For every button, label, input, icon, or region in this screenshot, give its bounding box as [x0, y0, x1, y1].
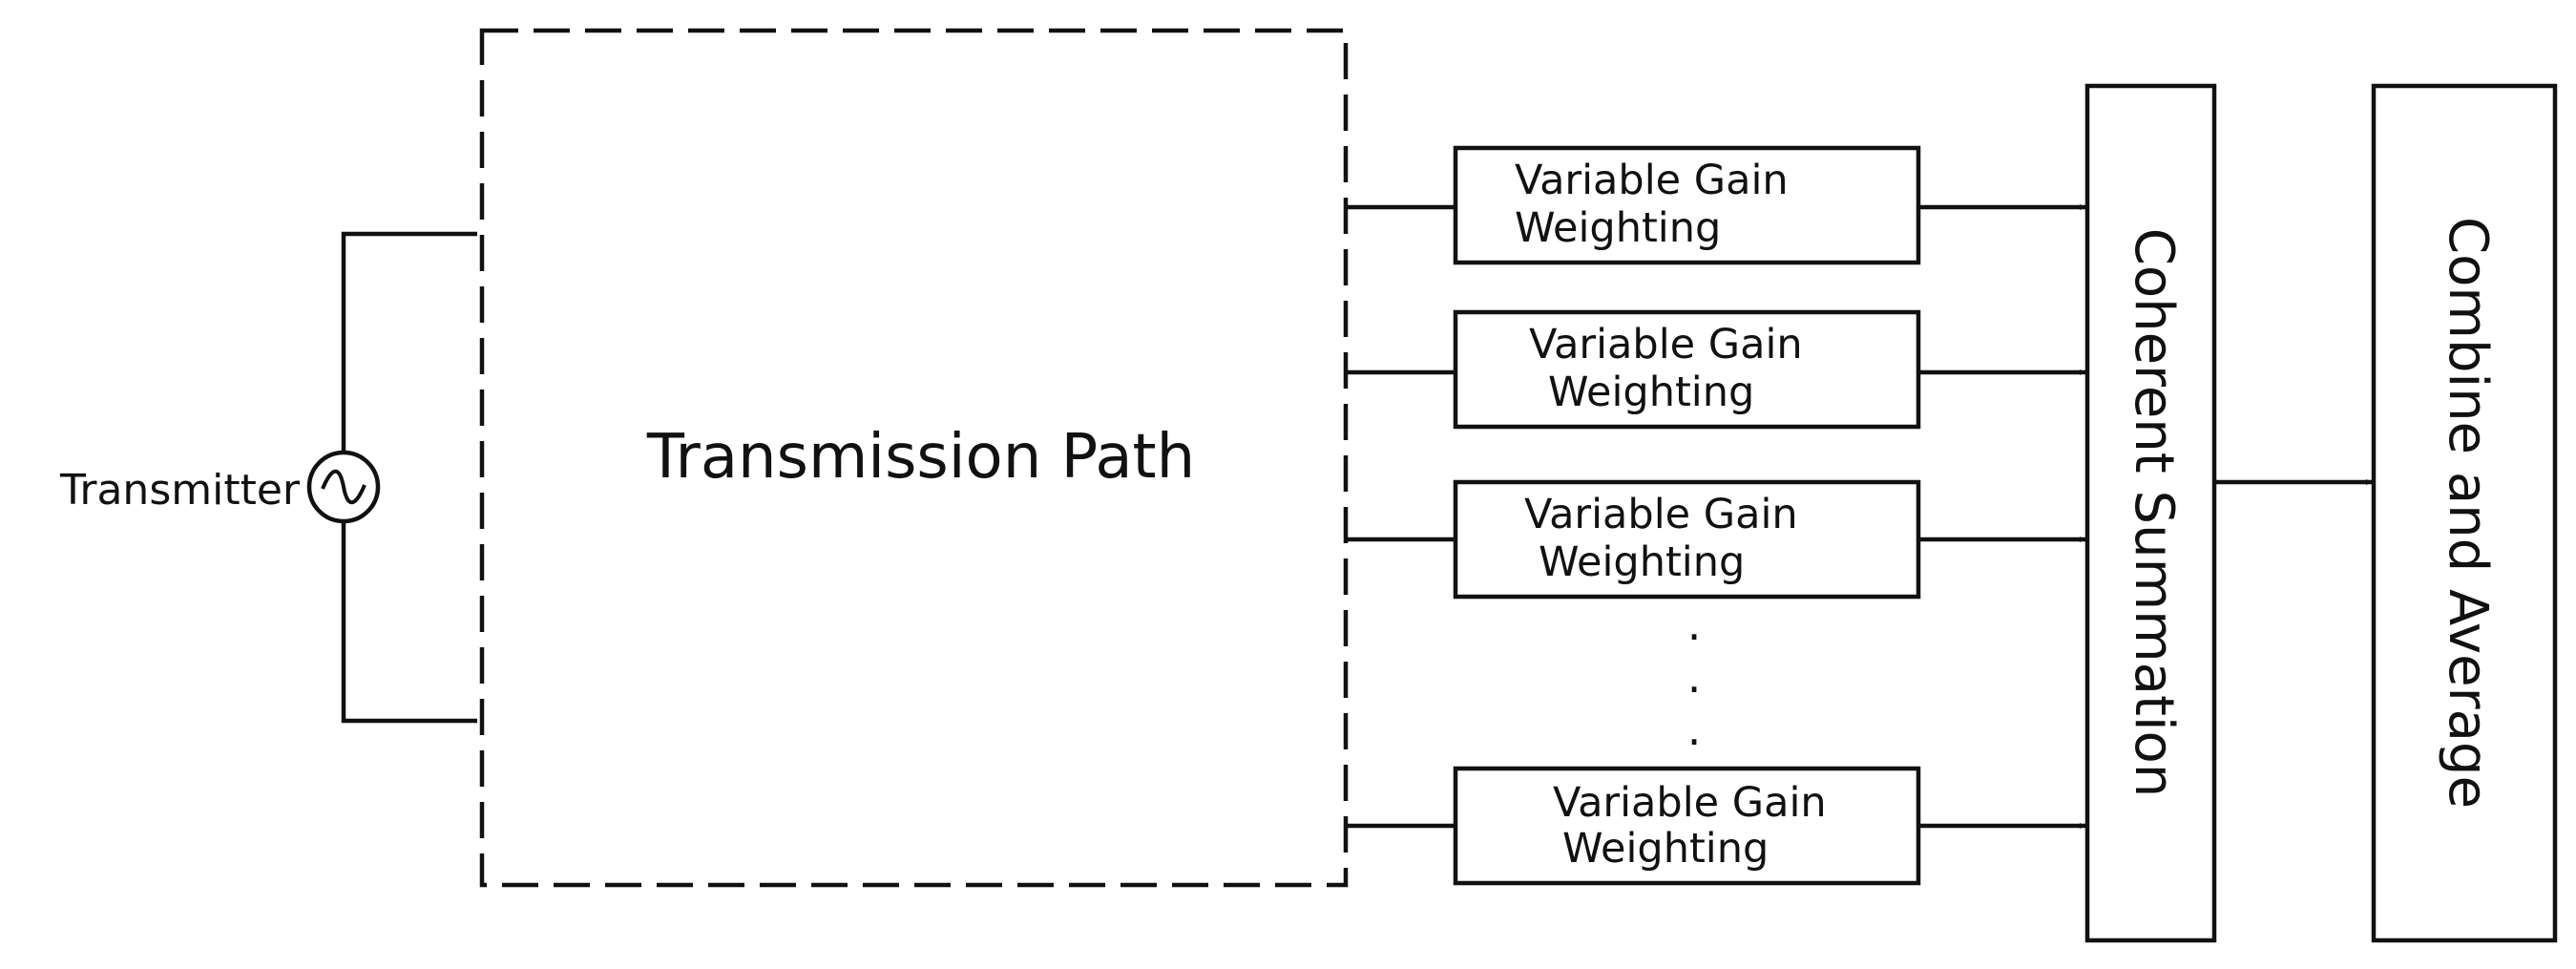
weighting-block-line1: Variable Gain	[1529, 321, 1803, 369]
ellipsis: . . .	[1687, 599, 1702, 755]
weighting-block-box	[1453, 766, 1921, 886]
ellipsis-dot: .	[1687, 599, 1702, 650]
weighting-block-line2: Weighting	[1539, 538, 1745, 586]
weighting-block-line1: Variable Gain	[1515, 157, 1789, 204]
combine-average-box	[2371, 83, 2558, 943]
weighting-block: Variable Gain Weighting	[1453, 145, 1921, 265]
transmitter-top-wire	[341, 231, 477, 466]
coherent-summation-box	[2084, 83, 2217, 943]
transmission-path-box	[479, 28, 1349, 888]
weighting-block-line2: Weighting	[1548, 369, 1754, 416]
weighting-block-box	[1453, 309, 1921, 430]
ellipsis-dot: .	[1687, 704, 1702, 755]
path-output-wires	[1346, 204, 1456, 829]
weighting-block-line2: Weighting	[1562, 825, 1769, 873]
weighting-block-box	[1453, 479, 1921, 600]
ac-source-icon	[306, 450, 381, 524]
transmission-path-label: Transmission Path	[646, 422, 1195, 493]
transmitter-label: Transmitter	[59, 466, 301, 515]
weighting-block-line1: Variable Gain	[1524, 491, 1798, 538]
transmitter-bottom-wire	[341, 509, 477, 724]
weighting-block: Variable Gain Weighting	[1453, 766, 1921, 886]
transmitter-wiring	[341, 231, 477, 724]
weighting-block: Variable Gain Weighting	[1453, 479, 1921, 600]
coherent-summation-label: Coherent Summation	[2123, 228, 2185, 798]
combine-average-label: Combine and Average	[2437, 217, 2499, 809]
ellipsis-dot: .	[1687, 651, 1702, 703]
weighting-block-line2: Weighting	[1515, 204, 1721, 252]
weighting-block-line1: Variable Gain	[1553, 779, 1827, 827]
weighting-block: Variable Gain Weighting	[1453, 309, 1921, 430]
weighted-signal-arrows	[1918, 204, 2085, 829]
